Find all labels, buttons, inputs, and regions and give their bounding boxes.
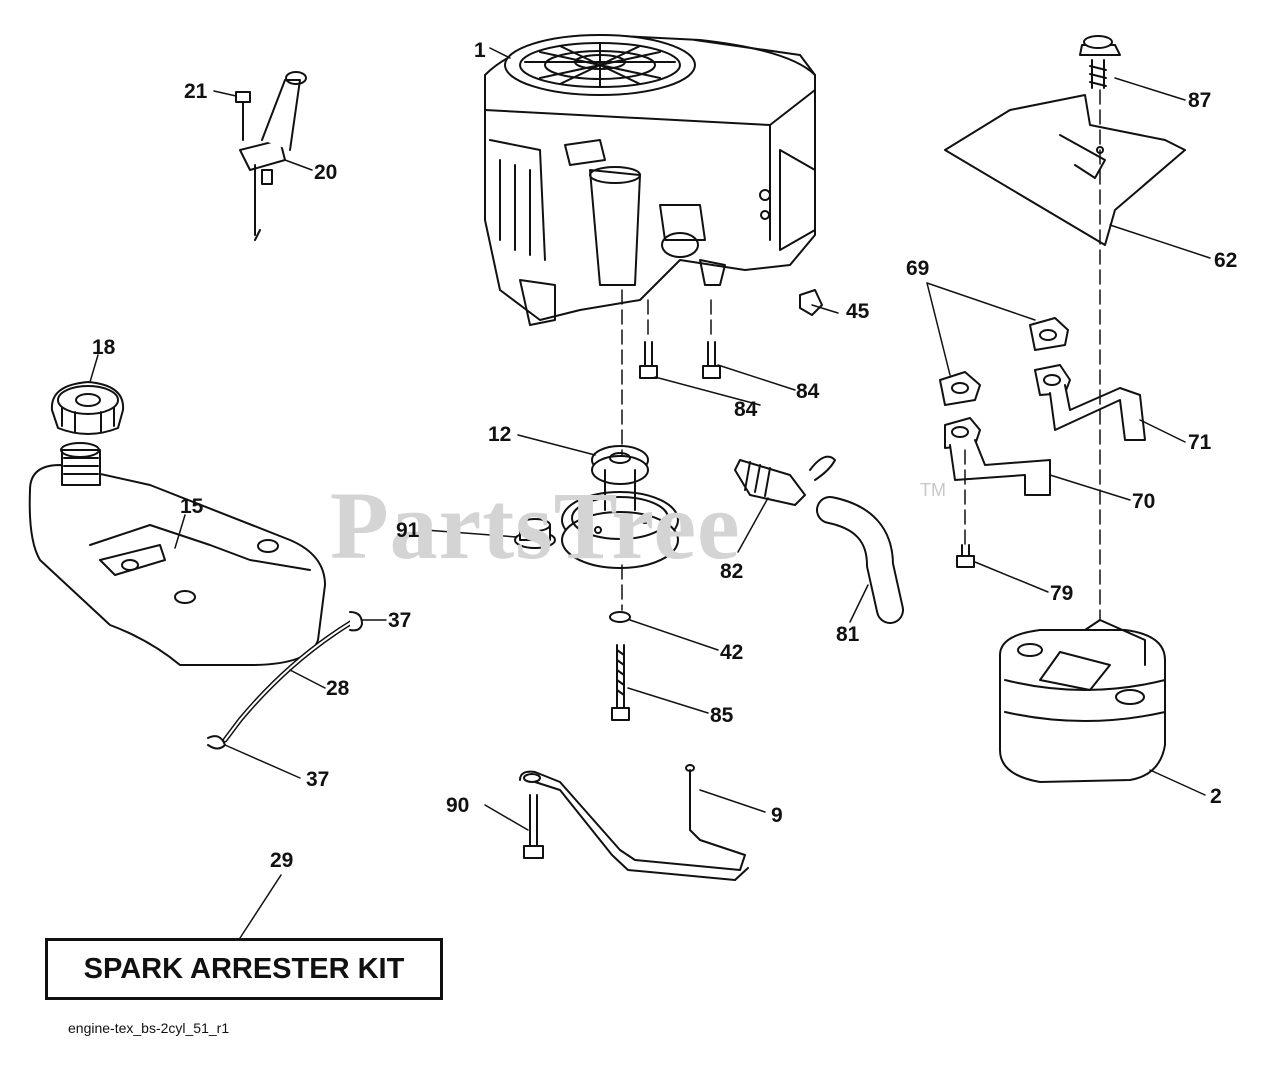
spark-arrester-kit-box: SPARK ARRESTER KIT [45, 938, 443, 1000]
callout-20: 20 [314, 161, 338, 184]
callout-79: 79 [1050, 582, 1074, 605]
callout-82: 82 [720, 560, 744, 583]
callout-91: 91 [396, 519, 420, 542]
drain-valve-part [734, 455, 836, 506]
drain-hose-part [816, 496, 904, 624]
callout-21: 21 [184, 80, 208, 103]
diagram-caption: engine-tex_bs-2cyl_51_r1 [68, 1020, 230, 1036]
callout-42: 42 [720, 641, 744, 664]
throttle-control-part [235, 71, 307, 241]
heat-shield-part [944, 35, 1186, 246]
callout-62: 62 [1214, 249, 1238, 272]
pulley-part [561, 445, 679, 569]
callout-9: 9 [771, 804, 783, 827]
bracket-part [519, 764, 749, 881]
hardware-parts [523, 289, 823, 859]
callout-85: 85 [710, 704, 734, 727]
muffler-part [999, 619, 1166, 783]
callout-1: 1 [474, 39, 486, 62]
fuel-line-part [207, 611, 363, 750]
callout-37-upper: 37 [388, 609, 412, 632]
callout-90: 90 [446, 794, 470, 817]
callout-81: 81 [836, 623, 860, 646]
fuel-cap-part [50, 381, 125, 435]
callout-12: 12 [488, 423, 512, 446]
callout-37-lower: 37 [306, 768, 330, 791]
watermark: PartsTree [330, 472, 741, 579]
leader-lines [89, 47, 1211, 939]
bushing-part [514, 518, 556, 549]
callout-45: 45 [846, 300, 870, 323]
callout-28: 28 [326, 677, 350, 700]
callout-15: 15 [180, 495, 204, 518]
callout-84-left: 84 [734, 398, 758, 421]
fuel-tank-part [28, 442, 326, 666]
callout-2: 2 [1210, 785, 1222, 808]
engine-part [484, 34, 816, 326]
callout-87: 87 [1188, 89, 1212, 112]
exhaust-pipe-parts [939, 317, 1146, 568]
callout-18: 18 [92, 336, 116, 359]
spark-arrester-kit-label: SPARK ARRESTER KIT [83, 952, 405, 985]
callout-29: 29 [270, 849, 294, 872]
callout-70: 70 [1132, 490, 1156, 513]
callout-71: 71 [1188, 431, 1212, 454]
callout-69: 69 [906, 257, 930, 280]
watermark-trademark: TM [920, 480, 946, 500]
callout-84-right: 84 [796, 380, 820, 403]
